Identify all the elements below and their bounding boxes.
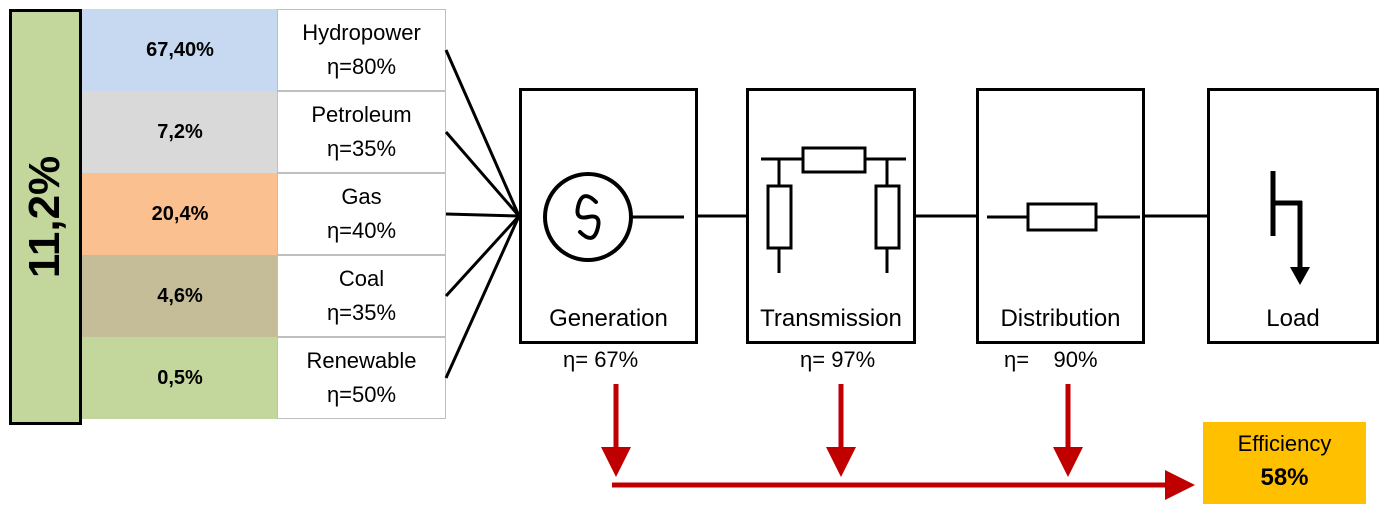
transmission-efficiency: η= 97% <box>800 347 876 372</box>
source-efficiency: η=80% <box>326 54 397 79</box>
generator-icon <box>543 172 684 262</box>
share-value: 0,5% <box>157 366 203 389</box>
share-cell-renewable: 0,5% <box>82 337 278 419</box>
source-name: Hydropower <box>302 20 421 45</box>
generation-efficiency: η= 67% <box>563 347 639 372</box>
efficiency-value: 58% <box>1260 464 1309 491</box>
transmission-line-icon <box>761 146 906 273</box>
source-efficiency: η=40% <box>326 218 397 243</box>
efficiency-box: Efficiency 58% <box>1203 422 1366 504</box>
share-cell-gas: 20,4% <box>82 173 278 255</box>
source-cell-coal: Coal η=35% <box>277 255 446 337</box>
share-value: 67,40% <box>146 38 214 61</box>
share-cell-petroleum: 7,2% <box>82 91 278 173</box>
source-name: Gas <box>341 184 382 209</box>
source-name: Petroleum <box>311 102 412 127</box>
stage-transmission: Transmission <box>746 88 916 344</box>
stage-name: Generation <box>549 305 668 332</box>
source-name: Renewable <box>306 348 417 373</box>
share-value: 4,6% <box>157 284 203 307</box>
source-fan-lines <box>444 49 521 379</box>
stage-load: Load <box>1207 88 1379 344</box>
stage-distribution: Distribution <box>976 88 1145 344</box>
stage-name: Transmission <box>760 305 902 332</box>
share-value: 7,2% <box>157 120 203 143</box>
stage-generation: Generation <box>519 88 698 344</box>
source-cell-hydropower: Hydropower η=80% <box>277 9 446 91</box>
source-efficiency: η=35% <box>326 300 397 325</box>
source-efficiency: η=50% <box>326 382 397 407</box>
efficiency-label: Efficiency <box>1237 431 1332 456</box>
share-value: 20,4% <box>151 202 209 225</box>
distribution-efficiency: η= 90% <box>1004 347 1098 372</box>
source-efficiency: η=35% <box>326 136 397 161</box>
resistor-icon <box>987 202 1140 232</box>
stage-name: Distribution <box>1000 305 1121 332</box>
stage-name: Load <box>1266 305 1320 332</box>
source-cell-renewable: Renewable η=50% <box>277 337 446 419</box>
source-name: Coal <box>338 266 385 291</box>
source-cell-gas: Gas η=40% <box>277 173 446 255</box>
source-cell-petroleum: Petroleum η=35% <box>277 91 446 173</box>
efficiency-arrows <box>601 384 1195 500</box>
total-share-box: 11,2% <box>9 9 82 425</box>
share-cell-hydropower: 67,40% <box>82 9 278 91</box>
share-cell-coal: 4,6% <box>82 255 278 337</box>
load-arrow-icon <box>1270 171 1310 285</box>
